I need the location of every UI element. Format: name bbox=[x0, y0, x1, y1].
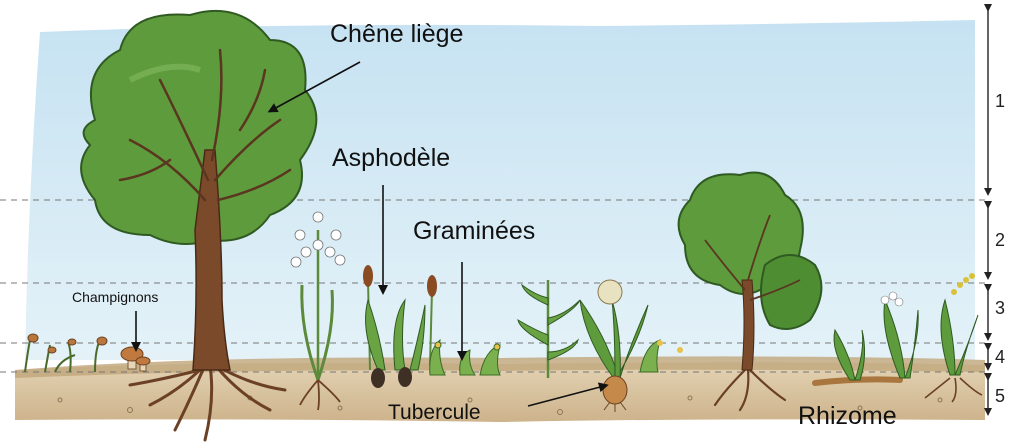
label-arrows bbox=[131, 61, 609, 407]
layer-number-5: 5 bbox=[995, 386, 1006, 406]
label-graminees: Graminées bbox=[413, 217, 536, 245]
grass-tufts bbox=[429, 338, 501, 376]
tall-grass-plant bbox=[517, 280, 581, 378]
label-rhizome: Rhizome bbox=[798, 402, 897, 430]
arrow-tubercule bbox=[527, 382, 609, 407]
oak-trunk bbox=[192, 149, 231, 371]
shrub-tree bbox=[677, 171, 823, 412]
reed-plants bbox=[363, 265, 437, 388]
layer-number-4: 4 bbox=[995, 347, 1006, 367]
label-tubercule: Tubercule bbox=[388, 401, 481, 424]
label-asphodele: Asphodèle bbox=[332, 144, 451, 172]
label-chene-liege: Chêne liège bbox=[330, 20, 464, 48]
oak-canopy bbox=[80, 9, 318, 245]
layer-number-1: 1 bbox=[995, 91, 1006, 111]
rhizome-plants bbox=[812, 273, 983, 403]
layer-number-3: 3 bbox=[995, 298, 1006, 318]
oak-branches bbox=[118, 48, 292, 202]
layer-number-2: 2 bbox=[995, 230, 1006, 250]
label-champignons: Champignons bbox=[72, 289, 159, 305]
tuber-plant bbox=[579, 279, 683, 412]
cork-oak-tree bbox=[80, 9, 318, 442]
arrow-chene-liege bbox=[267, 61, 361, 113]
asphodel-plant bbox=[290, 211, 346, 411]
